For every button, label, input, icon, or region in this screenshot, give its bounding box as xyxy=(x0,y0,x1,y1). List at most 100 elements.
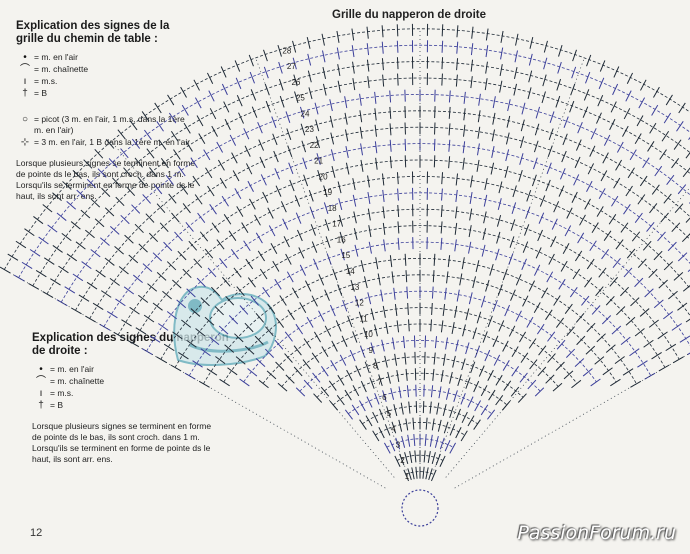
legend-right-item: † = B xyxy=(32,400,232,411)
legend-right-text: = B xyxy=(50,400,63,410)
stitch-mark xyxy=(263,66,269,79)
row-number: 18 xyxy=(328,204,337,213)
stitch-mark xyxy=(400,402,404,415)
stitch-mark xyxy=(672,356,684,364)
legend-left-item: ı = m.s. xyxy=(16,76,196,87)
stitch-mark xyxy=(337,284,343,296)
stitch-mark xyxy=(299,302,307,314)
stitch-mark xyxy=(455,206,458,219)
stitch-mark xyxy=(232,170,240,182)
stitch-mark xyxy=(143,129,152,140)
stitch-mark xyxy=(389,439,396,452)
stitch-mark xyxy=(542,74,547,87)
stitch-mark xyxy=(28,282,40,290)
stitch-row xyxy=(174,225,666,368)
stitch-mark xyxy=(132,274,143,284)
stitch-row xyxy=(132,175,690,344)
stitch-mark xyxy=(556,339,566,350)
stitch-mark xyxy=(511,346,519,358)
stitch-mark xyxy=(320,366,329,377)
stitch-mark xyxy=(461,257,465,270)
stitch-mark xyxy=(455,189,458,202)
stitch-mark xyxy=(330,132,335,145)
stitch-mark xyxy=(97,168,107,178)
stitch-mark xyxy=(397,73,399,86)
stitch-mark xyxy=(484,349,491,362)
stitch-mark xyxy=(95,269,106,278)
stitch-mark xyxy=(336,47,340,60)
stitch-mark xyxy=(299,106,305,119)
stitch-mark xyxy=(507,99,511,112)
stitch-mark xyxy=(381,58,384,71)
radial-spoke xyxy=(454,352,690,489)
stitch-mark xyxy=(78,294,90,302)
stitch-mark xyxy=(663,112,672,124)
stitch-mark xyxy=(600,170,608,182)
stitch-mark xyxy=(585,71,591,84)
stitch-mark xyxy=(520,119,525,132)
stitch-mark xyxy=(558,185,565,197)
stitch-mark xyxy=(336,395,345,406)
stitch-mark xyxy=(441,24,444,37)
stitch-mark xyxy=(608,214,617,225)
stitch-mark xyxy=(646,221,655,232)
stitch-mark xyxy=(322,83,327,96)
stitch-mark xyxy=(219,378,230,387)
stitch-mark xyxy=(468,225,472,238)
stitch-row xyxy=(299,340,541,392)
stitch-mark xyxy=(190,308,201,317)
row-number: 5 xyxy=(387,409,392,418)
stitch-mark xyxy=(589,240,597,252)
stitch-mark xyxy=(563,116,569,128)
stitch-mark xyxy=(639,175,648,187)
stitch-mark xyxy=(244,345,255,355)
stitch-mark xyxy=(297,229,303,242)
stitch-mark xyxy=(389,106,392,119)
stitch-mark xyxy=(396,172,399,185)
stitch-mark xyxy=(408,319,410,332)
stitch-mark xyxy=(229,134,237,146)
stitch-mark xyxy=(44,257,55,265)
stitch-mark xyxy=(406,286,409,299)
stitch-mark xyxy=(487,315,493,328)
stitch-mark xyxy=(546,271,554,283)
stitch-mark xyxy=(571,191,578,203)
stitch-mark xyxy=(591,305,601,315)
stitch-mark xyxy=(287,309,295,321)
stitch-mark xyxy=(236,206,244,217)
stitch-mark xyxy=(394,353,398,366)
stitch-mark xyxy=(351,28,355,41)
stitch-mark xyxy=(109,225,120,235)
stitch-mark xyxy=(437,419,442,432)
stitch-mark xyxy=(360,260,365,273)
stitch-mark xyxy=(284,353,293,363)
stitch-mark xyxy=(223,214,232,225)
stitch-mark xyxy=(682,285,690,292)
stitch-mark xyxy=(208,90,215,102)
stitch-mark xyxy=(563,370,574,380)
stitch-mark xyxy=(344,409,353,420)
stitch-mark xyxy=(366,59,370,72)
stitch-mark xyxy=(404,155,407,168)
stitch-mark xyxy=(481,244,486,257)
stitch-mark xyxy=(677,302,688,311)
stitch-mark xyxy=(541,287,549,299)
stitch-mark xyxy=(255,232,263,244)
stitch-mark xyxy=(72,170,82,180)
stitch-mark xyxy=(118,266,129,275)
stitch-mark xyxy=(531,174,537,187)
stitch-mark xyxy=(508,325,516,337)
stitch-mark xyxy=(413,434,416,447)
stitch-mark xyxy=(385,322,389,335)
stitch-mark xyxy=(480,295,486,308)
stitch-mark xyxy=(397,188,399,201)
stitch-mark xyxy=(280,201,287,213)
stitch-mark xyxy=(185,221,194,232)
stitch-mark xyxy=(659,149,667,160)
stitch-mark xyxy=(455,173,459,186)
stitch-mark xyxy=(609,118,616,131)
stitch-mark xyxy=(62,181,72,190)
stitch-mark xyxy=(337,80,341,93)
legend-left-text: = B xyxy=(34,88,47,98)
stitch-mark xyxy=(616,306,626,316)
